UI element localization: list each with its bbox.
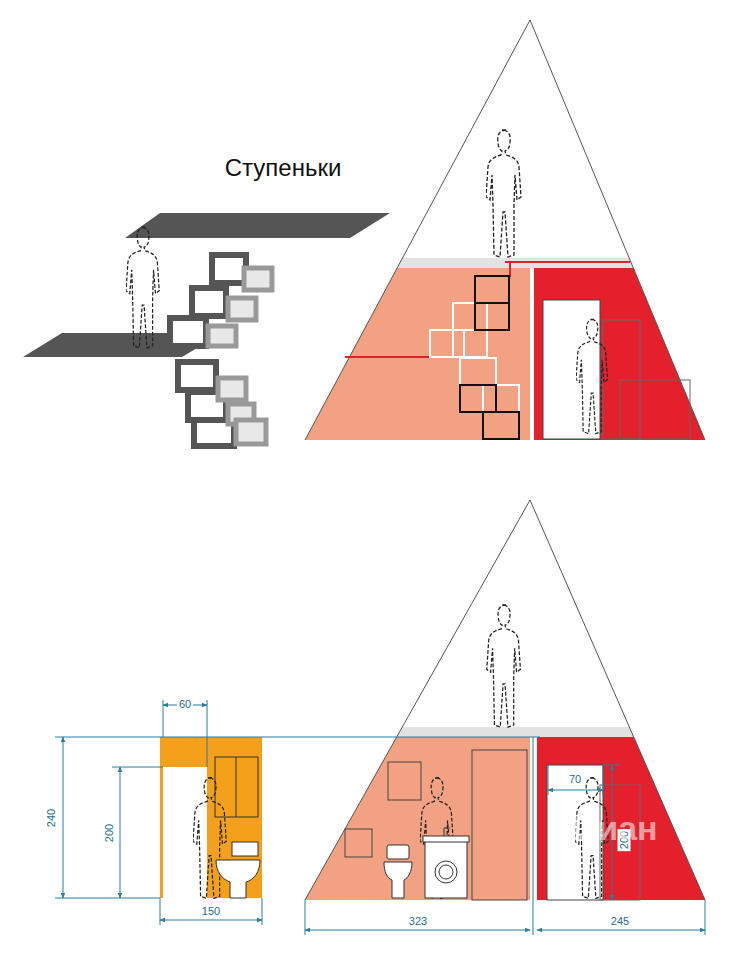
dimension: 200 [104, 824, 115, 842]
aframe-section-top [305, 20, 705, 440]
dimension: 70 [567, 773, 583, 786]
dimension: 323 [409, 916, 427, 927]
dimension-lines [55, 700, 705, 935]
heading: Ступеньки [225, 156, 342, 180]
washer-sink [423, 828, 469, 898]
dimension: 150 [202, 906, 220, 917]
dimension: 60 [177, 698, 193, 711]
watermark: Циан [572, 811, 657, 845]
dimension: 240 [46, 809, 57, 827]
aframe-section-bottom [305, 500, 705, 900]
bathroom-section [160, 737, 262, 898]
dimension: 245 [611, 916, 629, 927]
toilet-symbol [384, 845, 412, 898]
